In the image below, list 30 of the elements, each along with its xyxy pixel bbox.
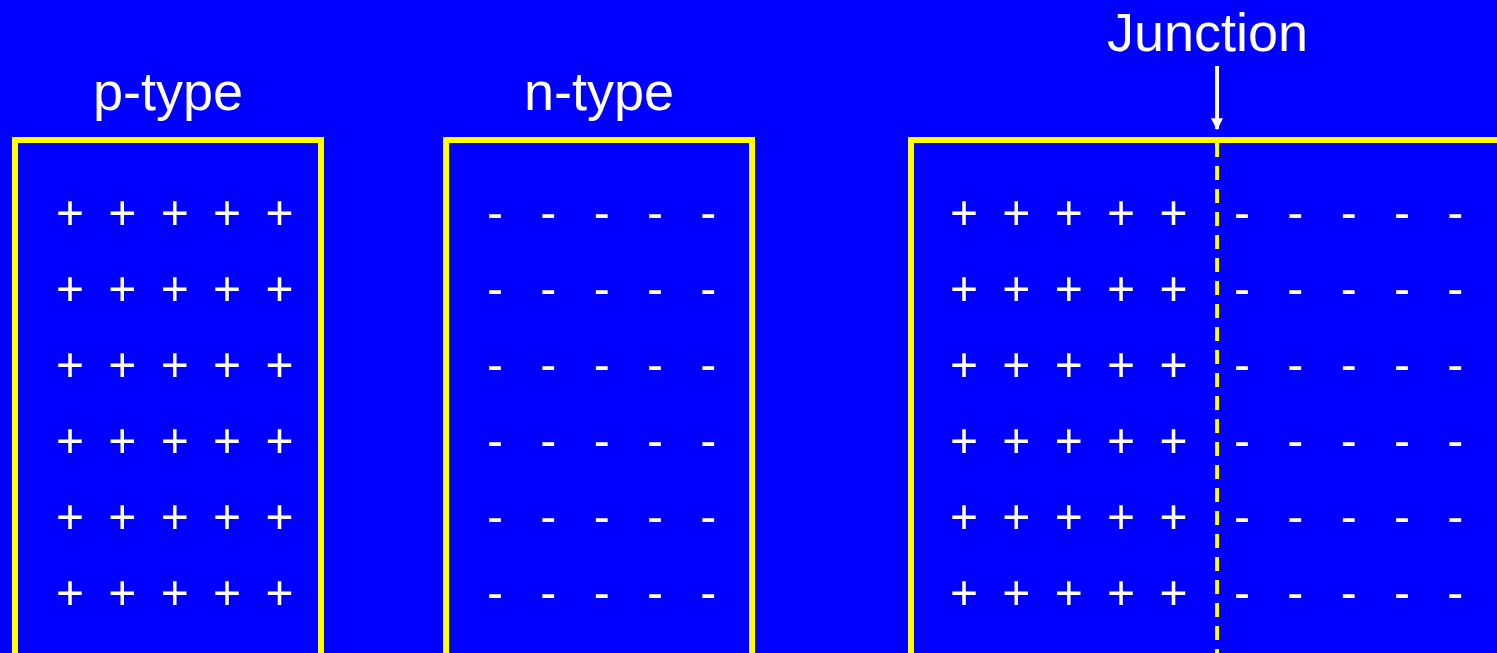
- negative-charge-row-text: - - - - -: [1234, 337, 1476, 393]
- negative-charge-row-text: - - - - -: [487, 413, 729, 469]
- negative-charge-row-text: - - - - -: [487, 185, 729, 241]
- block-title: n-type: [523, 61, 675, 121]
- negative-charge-row-text: - - - - -: [487, 261, 729, 317]
- negative-charge-row-text: - - - - -: [1234, 261, 1476, 317]
- positive-charge-row-text: + + + + +: [950, 565, 1193, 621]
- negative-charge-row-text: - - - - -: [1234, 489, 1476, 545]
- positive-charge-row-text: + + + + +: [56, 337, 299, 393]
- positive-charge-row-text: + + + + +: [950, 489, 1193, 545]
- positive-charge-row-text: + + + + +: [56, 261, 299, 317]
- negative-charge-row-text: - - - - -: [487, 565, 729, 621]
- positive-charge-row-text: + + + + +: [56, 413, 299, 469]
- junction-label: Junction: [1107, 2, 1309, 62]
- semiconductor-block: [908, 137, 1497, 653]
- arrow: [1211, 66, 1223, 131]
- negative-charge-row-text: - - - - -: [1234, 185, 1476, 241]
- positive-charge-row-text: + + + + +: [56, 489, 299, 545]
- negative-charge-row-text: - - - - -: [487, 489, 729, 545]
- positive-charge-row-text: + + + + +: [950, 337, 1193, 393]
- positive-charge-row-text: + + + + +: [950, 185, 1193, 241]
- block-title: p-type: [92, 61, 244, 121]
- positive-charge-row-text: + + + + +: [950, 261, 1193, 317]
- junction-dashed-line: [1214, 143, 1220, 653]
- negative-charge-row-text: - - - - -: [487, 337, 729, 393]
- positive-charge-row-text: + + + + +: [950, 413, 1193, 469]
- positive-charge-row-text: + + + + +: [56, 565, 299, 621]
- negative-charge-row-text: - - - - -: [1234, 413, 1476, 469]
- positive-charge-row-text: + + + + +: [56, 185, 299, 241]
- negative-charge-row-text: - - - - -: [1234, 565, 1476, 621]
